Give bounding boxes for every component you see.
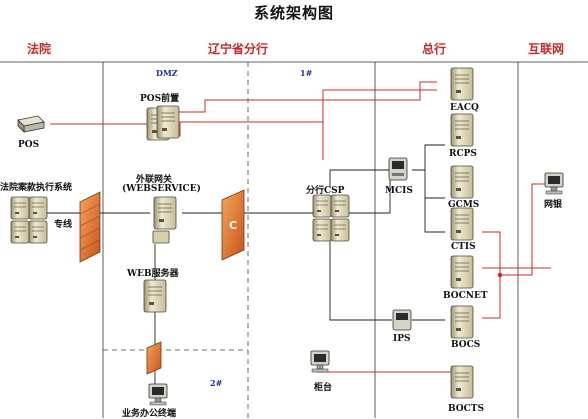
bocs-label: BOCS	[451, 340, 481, 350]
dedicated-line-label: 专线	[54, 220, 73, 230]
link-mcis-ctis	[424, 198, 445, 233]
ctis-label: CTIS	[451, 242, 476, 252]
link-pos-eacq	[50, 89, 437, 137]
gcms-label: GCMS	[448, 200, 480, 210]
pos-device	[17, 115, 45, 133]
rcps-label: RCPS	[449, 149, 477, 159]
link-csp-ips	[329, 240, 392, 321]
pos-front-server	[146, 105, 180, 141]
link-csp-mcis2	[345, 180, 391, 214]
branch-csp-label: 分行CSP	[306, 186, 345, 196]
office-firewall	[146, 341, 162, 375]
firewall-c: C	[221, 189, 245, 261]
pos-label: POS	[18, 140, 40, 150]
link-mcis-gcms	[424, 170, 445, 199]
red-links	[50, 81, 551, 373]
zone1-label: 1#	[300, 68, 313, 78]
office-computer	[148, 383, 168, 406]
dmz-label: DMZ	[156, 68, 178, 78]
counter-terminal	[310, 350, 330, 373]
office-computer-label: 业务办公终端	[122, 409, 177, 419]
online-bank-label: 网银	[544, 200, 563, 210]
zone-internet-label: 互联网	[528, 42, 565, 56]
branch-csp-cluster	[312, 194, 350, 242]
zone-hq-label: 总行	[422, 42, 447, 56]
black-links	[25, 144, 445, 385]
mcis-device	[388, 157, 408, 181]
dedicated-line-firewall	[79, 191, 101, 263]
web-server	[143, 279, 167, 313]
link-mcis-rcps	[412, 144, 445, 171]
online-bank-terminal	[544, 172, 564, 195]
diagram-title: 系统架构图	[253, 4, 334, 22]
web-server-label: WEB服务器	[127, 269, 179, 279]
zone2-label: 2#	[210, 378, 223, 388]
mcis-label: MCIS	[385, 186, 413, 196]
bocts-label: BOCTS	[448, 404, 484, 414]
bocnet-label: BOCNET	[443, 291, 488, 301]
link-csp-mcis	[329, 169, 390, 188]
pos-front-label: POS前置	[140, 94, 180, 104]
counter-label: 柜台	[314, 383, 333, 393]
gateway-server	[152, 196, 177, 244]
link-ctis-netbank	[482, 183, 551, 276]
zone-court-label: 法院	[27, 42, 52, 56]
court-system-label: 法院案款执行系统	[0, 183, 73, 193]
eacq-label: EACQ	[450, 103, 479, 113]
svg-text:C: C	[229, 219, 237, 232]
court-system-servers	[10, 196, 48, 244]
link-bocs-bocnet	[482, 275, 501, 319]
gateway-label-line2: (WEBSERVICE)	[122, 184, 201, 194]
link-posfront-eacq	[176, 81, 437, 113]
zone-liaoning-label: 辽宁省分行	[208, 42, 269, 56]
ips-label: IPS	[393, 334, 411, 344]
ips-device	[392, 309, 412, 331]
gateway-label-line1: 外联网关	[136, 175, 173, 185]
